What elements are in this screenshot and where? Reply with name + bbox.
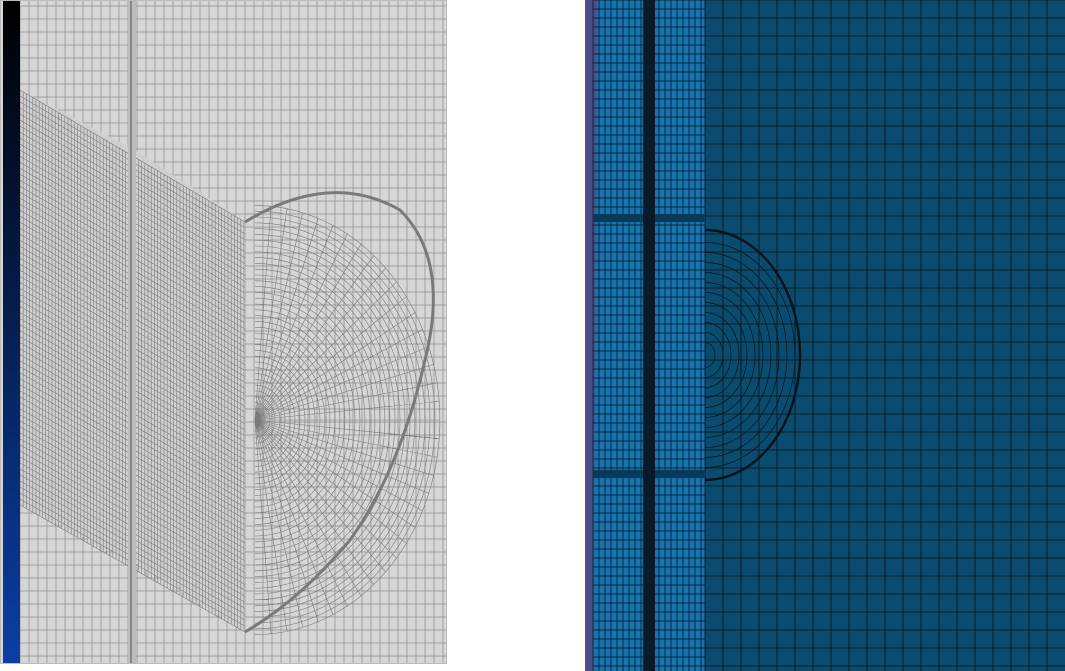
gradient-bar [3, 0, 20, 664]
seam-line [130, 0, 132, 664]
side-mesh [704, 0, 1065, 671]
view-frame [0, 0, 447, 664]
left-mesh-view [0, 0, 447, 664]
hole-mesh [704, 242, 796, 468]
heart-lobe [254, 205, 441, 635]
hole-outline [704, 228, 802, 482]
left-edge [585, 0, 597, 671]
right-mesh-canvas [585, 0, 1065, 671]
right-mesh-view [585, 0, 1065, 671]
left-mesh-canvas [0, 0, 447, 664]
vertical-seam [643, 0, 655, 671]
heart-outline [244, 191, 435, 634]
